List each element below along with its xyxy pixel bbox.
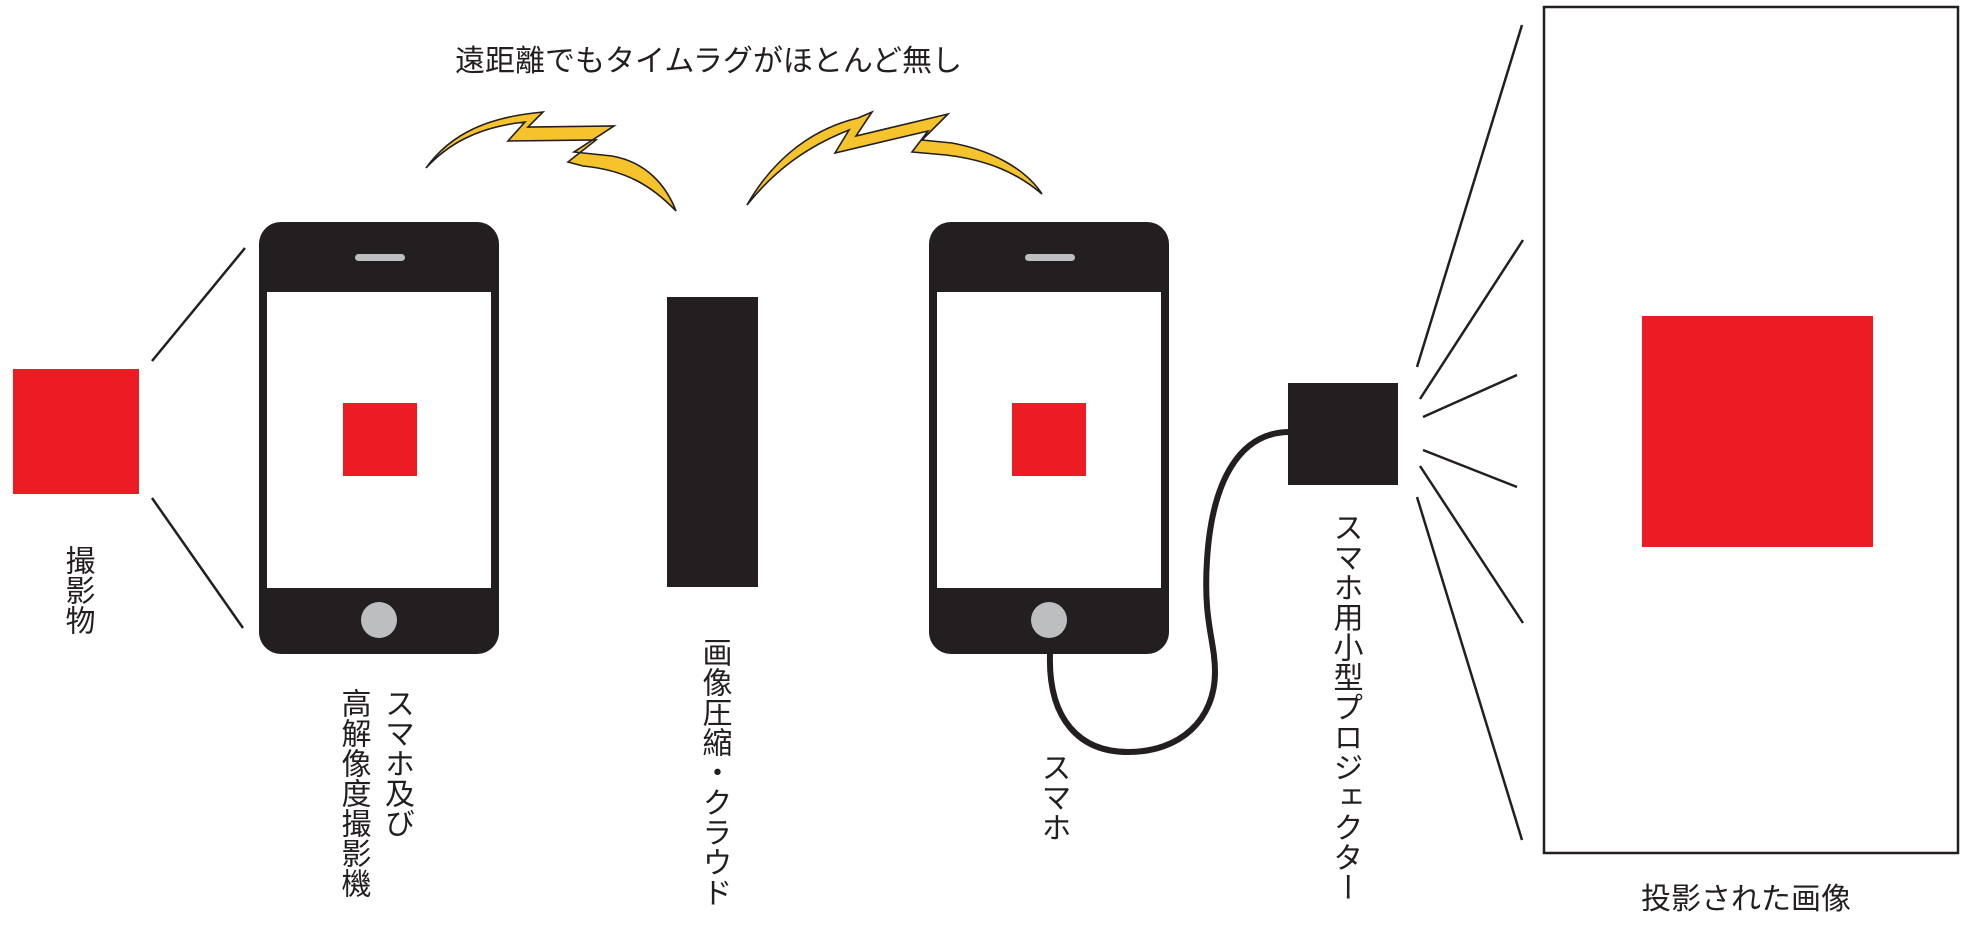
caption: 遠距離でもタイムラグがほとんど無し bbox=[455, 44, 962, 79]
cloud-compression-block bbox=[667, 297, 758, 587]
subject-square bbox=[13, 369, 139, 494]
camera-label: スマホ及び 高解像度撮影機 bbox=[331, 688, 418, 898]
projected-subject bbox=[1642, 316, 1873, 547]
projection-rays bbox=[1415, 24, 1525, 841]
screen-subject bbox=[343, 403, 417, 476]
camera-label-line2: 高解像度撮影機 bbox=[335, 688, 371, 898]
projected-label: 投影された画像 bbox=[1641, 882, 1851, 917]
home-button bbox=[1031, 602, 1067, 638]
screen-subject bbox=[1012, 403, 1086, 476]
signal-bolt-left bbox=[425, 110, 677, 212]
camera-label-line1: スマホ及び bbox=[379, 688, 414, 838]
capture-line-top bbox=[151, 247, 246, 362]
camera-phone bbox=[259, 222, 499, 654]
speaker-slot bbox=[1025, 254, 1075, 261]
phone-label: スマホ bbox=[1035, 752, 1071, 842]
mini-projector bbox=[1288, 383, 1398, 485]
speaker-slot bbox=[355, 254, 405, 261]
subject-label: 撮影物 bbox=[59, 545, 95, 635]
signal-bolt-right bbox=[746, 110, 1043, 206]
home-button bbox=[361, 602, 397, 638]
receiver-phone bbox=[929, 222, 1169, 654]
cable bbox=[1046, 429, 1293, 756]
capture-line-bottom bbox=[150, 497, 245, 629]
projector-label: スマホ用小型プロジェクター bbox=[1327, 512, 1363, 902]
cloud-label: 画像圧縮・クラウド bbox=[696, 637, 732, 907]
